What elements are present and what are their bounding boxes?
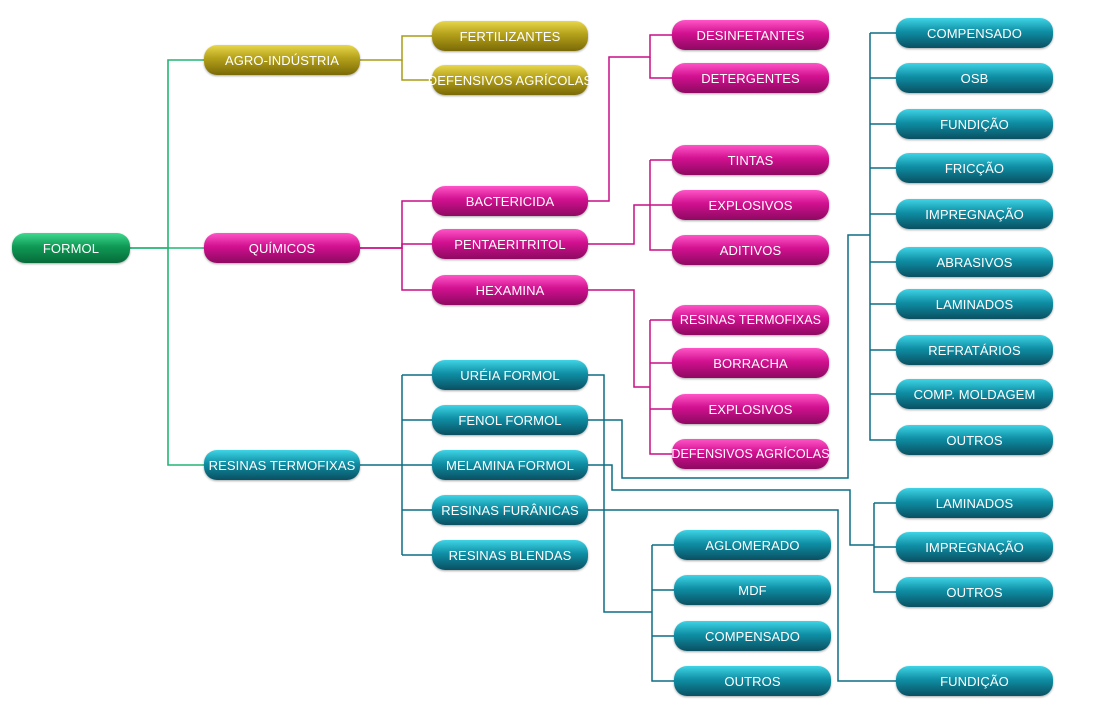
node-fertilizantes: FERTILIZANTES: [432, 21, 588, 51]
node-friccao: FRICÇÃO: [896, 153, 1053, 183]
node-fundicao-fenol: FUNDIÇÃO: [896, 109, 1053, 139]
branch-resinas-termofixas: RESINAS TERMOFIXAS: [204, 450, 360, 480]
branch-agro-industria: AGRO-INDÚSTRIA: [204, 45, 360, 75]
node-outros-ureia: OUTROS: [674, 666, 831, 696]
node-aglomerado: AGLOMERADO: [674, 530, 831, 560]
node-compensado-ureia: COMPENSADO: [674, 621, 831, 651]
node-outros-fenol: OUTROS: [896, 425, 1053, 455]
node-pentaeritritol: PENTAERITRITOL: [432, 229, 588, 259]
node-laminados-melamina: LAMINADOS: [896, 488, 1053, 518]
node-impregnacao-fenol: IMPREGNAÇÃO: [896, 199, 1053, 229]
node-defensivos-agricolas: DEFENSIVOS AGRÍCOLAS: [428, 65, 592, 95]
node-resinas-termofixas-hexamina: RESINAS TERMOFIXAS: [672, 305, 829, 335]
node-impregnacao-melamina: IMPREGNAÇÃO: [896, 532, 1053, 562]
node-fenol-formol: FENOL FORMOL: [432, 405, 588, 435]
node-compensado-fenol: COMPENSADO: [896, 18, 1053, 48]
node-comp-moldagem: COMP. MOLDAGEM: [896, 379, 1053, 409]
node-mdf: MDF: [674, 575, 831, 605]
node-melamina-formol: MELAMINA FORMOL: [432, 450, 588, 480]
node-ureia-formol: URÉIA FORMOL: [432, 360, 588, 390]
node-laminados-fenol: LAMINADOS: [896, 289, 1053, 319]
node-desinfetantes: DESINFETANTES: [672, 20, 829, 50]
node-explosivos-hexamina: EXPLOSIVOS: [672, 394, 829, 424]
node-defensivos-agricolas-hexamina: DEFENSIVOS AGRÍCOLAS: [671, 439, 830, 469]
node-abrasivos: ABRASIVOS: [896, 247, 1053, 277]
branch-quimicos: QUÍMICOS: [204, 233, 360, 263]
node-fundicao-furanicas: FUNDIÇÃO: [896, 666, 1053, 696]
node-refratarios: REFRATÁRIOS: [896, 335, 1053, 365]
node-resinas-furanicas: RESINAS FURÂNICAS: [432, 495, 588, 525]
node-resinas-blendas: RESINAS BLENDAS: [432, 540, 588, 570]
node-detergentes: DETERGENTES: [672, 63, 829, 93]
node-borracha: BORRACHA: [672, 348, 829, 378]
node-tintas: TINTAS: [672, 145, 829, 175]
node-aditivos: ADITIVOS: [672, 235, 829, 265]
node-explosivos-pentaeritritol: EXPLOSIVOS: [672, 190, 829, 220]
root-node-formol: FORMOL: [12, 233, 130, 263]
node-osb: OSB: [896, 63, 1053, 93]
node-hexamina: HEXAMINA: [432, 275, 588, 305]
node-outros-melamina: OUTROS: [896, 577, 1053, 607]
node-bactericida: BACTERICIDA: [432, 186, 588, 216]
